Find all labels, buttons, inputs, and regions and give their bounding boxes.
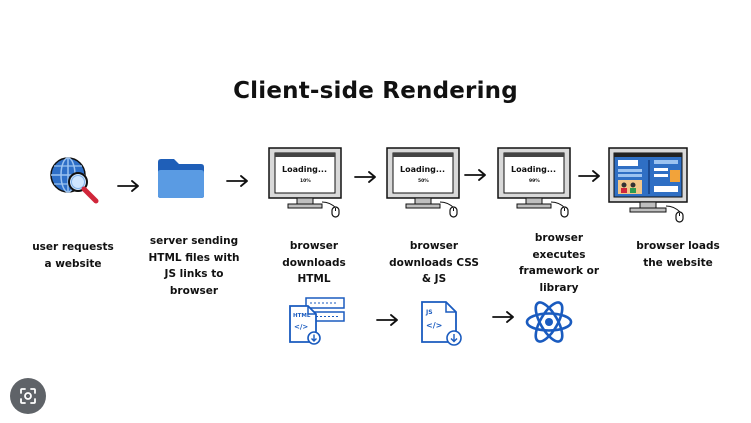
google-lens-icon xyxy=(20,388,36,404)
svg-text:Loading...: Loading... xyxy=(282,165,327,174)
computer-loading-icon: Loading... 10% xyxy=(268,147,342,218)
arrow-right-icon xyxy=(376,314,398,326)
step-caption-user-request: user requests a website xyxy=(32,241,114,270)
js-file-icon: JS </> xyxy=(421,301,462,346)
computer-website-icon xyxy=(608,147,688,223)
svg-text:Loading...: Loading... xyxy=(511,165,556,174)
react-icon xyxy=(525,301,573,343)
svg-text:50%: 50% xyxy=(418,178,429,184)
page-title: Client-side Rendering xyxy=(233,78,518,104)
arrow-right-icon xyxy=(492,311,514,323)
html-file-icon: HTML </> xyxy=(289,297,345,345)
step-caption-load-website: browser loads the website xyxy=(636,240,720,269)
step-caption-server-sending: server sending HTML files with JS links … xyxy=(148,235,240,297)
html-file-label: HTML xyxy=(293,313,311,319)
computer-loading-icon: Loading... 99% xyxy=(497,147,571,218)
js-file-label: JS xyxy=(425,309,433,316)
svg-text:Loading...: Loading... xyxy=(400,165,445,174)
arrow-right-icon xyxy=(578,170,600,182)
arrow-right-icon xyxy=(226,175,248,187)
computer-loading-icon: Loading... 50% xyxy=(386,147,460,218)
step-caption-execute-framework: browser executes framework or library xyxy=(518,232,600,294)
code-glyph: </> xyxy=(426,321,442,330)
lens-button[interactable] xyxy=(10,378,46,414)
step-caption-download-html: browser downloads HTML xyxy=(282,240,346,285)
step-caption-download-css-js: browser downloads CSS & JS xyxy=(389,240,479,285)
folder-icon xyxy=(158,159,204,198)
globe-magnifier-icon xyxy=(50,157,99,204)
svg-text:10%: 10% xyxy=(300,178,311,184)
arrow-right-icon xyxy=(117,180,139,192)
arrow-right-icon xyxy=(464,169,486,181)
code-glyph: </> xyxy=(294,323,308,331)
arrow-right-icon xyxy=(354,171,376,183)
svg-text:99%: 99% xyxy=(529,178,540,184)
